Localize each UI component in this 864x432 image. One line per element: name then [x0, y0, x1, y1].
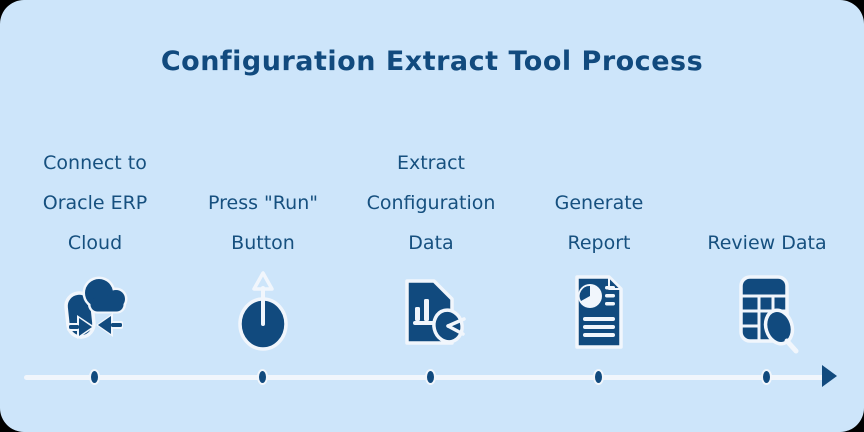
page-title: Configuration Extract Tool Process	[160, 46, 704, 77]
step-label: Extract Configuration Data	[367, 143, 496, 263]
timeline-dot-1	[89, 369, 100, 385]
cloud-connect-icon	[64, 276, 128, 339]
step-label-line: Report	[567, 232, 631, 254]
timeline-dot-2	[257, 369, 268, 385]
process-steps: Connect to Oracle ERP Cloud	[11, 143, 851, 363]
step-label-line: Press "Run"	[208, 192, 318, 214]
step-connect-oracle-erp-cloud: Connect to Oracle ERP Cloud	[11, 143, 179, 363]
step-label: Connect to Oracle ERP Cloud	[43, 143, 148, 263]
timeline-dot-3	[425, 369, 436, 385]
step-label-line: Configuration	[366, 192, 496, 214]
step-label-line: Connect to	[43, 152, 147, 174]
step-press-run-button: Press "Run" Button	[179, 143, 347, 363]
timeline-dot-4	[593, 369, 604, 385]
step-extract-configuration-data: Extract Configuration Data	[347, 143, 515, 363]
timeline-arrowhead-icon	[822, 365, 837, 387]
step-label-line: Review Data	[707, 232, 827, 254]
document-chart-icon	[405, 279, 466, 345]
step-label-line: Extract	[396, 152, 466, 174]
step-label: Generate Report	[555, 143, 644, 263]
step-label: Press "Run" Button	[208, 143, 318, 263]
step-label-line: Data	[408, 232, 454, 254]
step-label: Review Data	[707, 143, 826, 263]
step-review-data: Review Data	[683, 143, 851, 363]
step-label-line: Oracle ERP	[42, 192, 148, 214]
table-magnifier-icon	[739, 275, 799, 354]
timeline-dot-5	[761, 369, 772, 385]
step-label-line: Generate	[554, 192, 644, 214]
step-label-line: Cloud	[67, 232, 123, 254]
step-generate-report: Generate Report	[515, 143, 683, 363]
step-label-line: Button	[231, 232, 295, 254]
report-document-icon	[575, 275, 623, 349]
run-button-icon	[238, 271, 288, 351]
